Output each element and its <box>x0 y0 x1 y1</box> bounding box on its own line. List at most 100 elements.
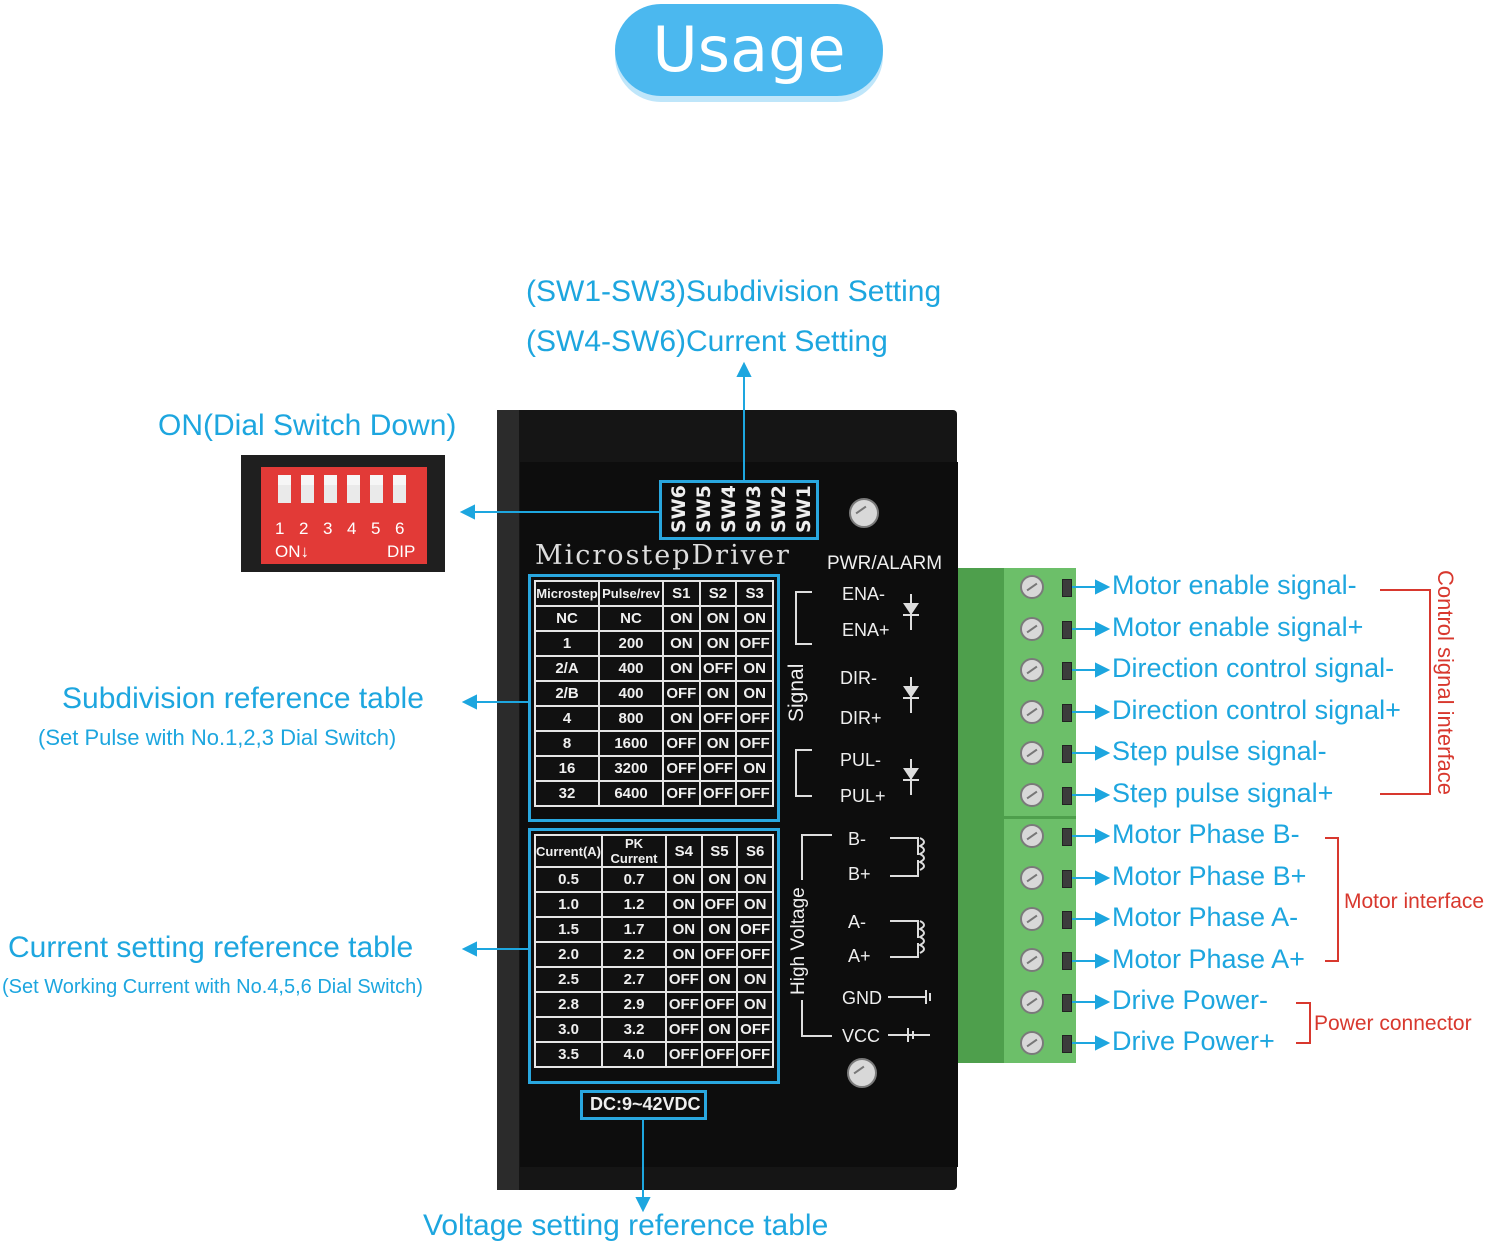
table-cell: OFF <box>736 1041 774 1068</box>
current-table-label: Current setting reference table <box>8 931 414 964</box>
table-cell: ON <box>736 891 774 918</box>
dip-on-label: ON↓ <box>275 542 309 561</box>
table-cell: 400 <box>598 680 664 707</box>
terminal-slot-icon <box>1062 745 1072 763</box>
table-cell: ON <box>665 941 703 968</box>
table-cell: OFF <box>665 966 703 993</box>
pwr-alarm-label: PWR/ALARM <box>827 553 943 574</box>
table-cell: ON <box>700 1016 739 1043</box>
table-cell: OFF <box>735 780 774 807</box>
terminal-slot-icon <box>1062 662 1072 680</box>
dial-switch-label: ON(Dial Switch Down) <box>158 409 457 442</box>
table-cell: 6400 <box>598 780 664 807</box>
table-cell: 2.0 <box>534 941 603 968</box>
table-cell: ON <box>735 680 774 707</box>
terminal-screw-icon <box>1020 866 1044 890</box>
control-group-label: Control signal interface <box>1433 570 1458 796</box>
table-cell: ON <box>665 866 703 893</box>
terminal-screw-icon <box>1020 658 1044 682</box>
table-cell: 1.7 <box>601 916 667 943</box>
pin-label-dir-minus: DIR- <box>840 668 877 688</box>
dip-number: 5 <box>371 519 381 538</box>
dip-switch-body: 1 2 3 4 5 6 ON↓ DIP <box>261 467 427 564</box>
table-cell: OFF <box>662 780 701 807</box>
table-cell: NC <box>534 605 600 632</box>
driver-heatsink-fin <box>497 410 519 1190</box>
table-cell: OFF <box>736 941 774 968</box>
terminal-label-a-minus: Motor Phase A- <box>1112 902 1299 932</box>
terminal-slot-icon <box>1062 994 1072 1012</box>
table-cell: OFF <box>698 780 738 807</box>
pin-label-vcc: VCC <box>842 1026 881 1046</box>
title-pill: Usage <box>615 4 883 96</box>
table-cell: 2.7 <box>601 966 667 993</box>
table-cell: ON <box>700 866 739 893</box>
dip-number: 6 <box>395 519 405 538</box>
dip-number: 4 <box>347 519 357 538</box>
switch-label-box <box>659 480 819 540</box>
table-cell: 3.2 <box>601 1016 667 1043</box>
table-cell: ON <box>662 655 701 682</box>
table-cell: ON <box>698 630 738 657</box>
table-cell: OFF <box>700 891 739 918</box>
dip-switch-image: 1 2 3 4 5 6 ON↓ DIP <box>241 455 445 572</box>
terminal-label-dir-plus: Direction control signal+ <box>1112 695 1401 725</box>
table-cell: ON <box>735 605 774 632</box>
table-cell: 0.5 <box>534 866 603 893</box>
table-header-row: Microstep Pulse/rev S1 S2 S3 <box>534 580 774 607</box>
table-cell: 2/B <box>534 680 600 707</box>
table-cell: ON <box>698 730 738 757</box>
table-cell: 8 <box>534 730 600 757</box>
dip-number: 2 <box>299 519 309 538</box>
dip-key-5 <box>370 475 383 503</box>
table-cell: OFF <box>665 1041 703 1068</box>
table-cell: NC <box>598 605 664 632</box>
terminal-label-b-plus: Motor Phase B+ <box>1112 861 1307 891</box>
table-cell: OFF <box>698 705 738 732</box>
table-cell: 3200 <box>598 755 664 782</box>
terminal-slot-icon <box>1062 911 1072 929</box>
terminal-screw-icon <box>1020 948 1044 972</box>
table-cell: 400 <box>598 655 664 682</box>
pin-label-pul-plus: PUL+ <box>840 786 886 806</box>
dip-key-3 <box>324 475 337 503</box>
table-cell: OFF <box>662 680 701 707</box>
table-cell: OFF <box>736 1016 774 1043</box>
table-cell: ON <box>736 866 774 893</box>
table-cell: ON <box>736 991 774 1018</box>
dip-key-6 <box>393 475 406 503</box>
terminal-screw-icon <box>1020 824 1044 848</box>
terminal-screw-icon <box>1020 617 1044 641</box>
table-header-cell: S5 <box>700 834 739 868</box>
terminal-label-pul-plus: Step pulse signal+ <box>1112 778 1334 808</box>
table-cell: OFF <box>662 730 701 757</box>
table-cell: 0.7 <box>601 866 667 893</box>
table-cell: ON <box>662 605 701 632</box>
subdivision-table-label: Subdivision reference table <box>62 682 424 715</box>
table-cell: ON <box>735 755 774 782</box>
table-header-cell: Pulse/rev <box>598 580 664 607</box>
dip-key-4 <box>347 475 360 503</box>
table-cell: OFF <box>736 916 774 943</box>
table-cell: OFF <box>700 1041 739 1068</box>
table-cell: OFF <box>698 755 738 782</box>
table-header-cell: S3 <box>735 580 774 607</box>
table-cell: 1.5 <box>534 916 603 943</box>
table-cell: OFF <box>735 705 774 732</box>
table-cell: 1600 <box>598 730 664 757</box>
table-cell: OFF <box>665 991 703 1018</box>
terminal-block-side <box>958 568 1004 1063</box>
pin-label-pul-minus: PUL- <box>840 750 882 770</box>
pin-label-b-minus: B- <box>848 829 866 849</box>
pin-label-dir-plus: DIR+ <box>840 708 882 728</box>
terminal-label-ena-minus: Motor enable signal- <box>1112 570 1357 600</box>
table-cell: 3.0 <box>534 1016 603 1043</box>
